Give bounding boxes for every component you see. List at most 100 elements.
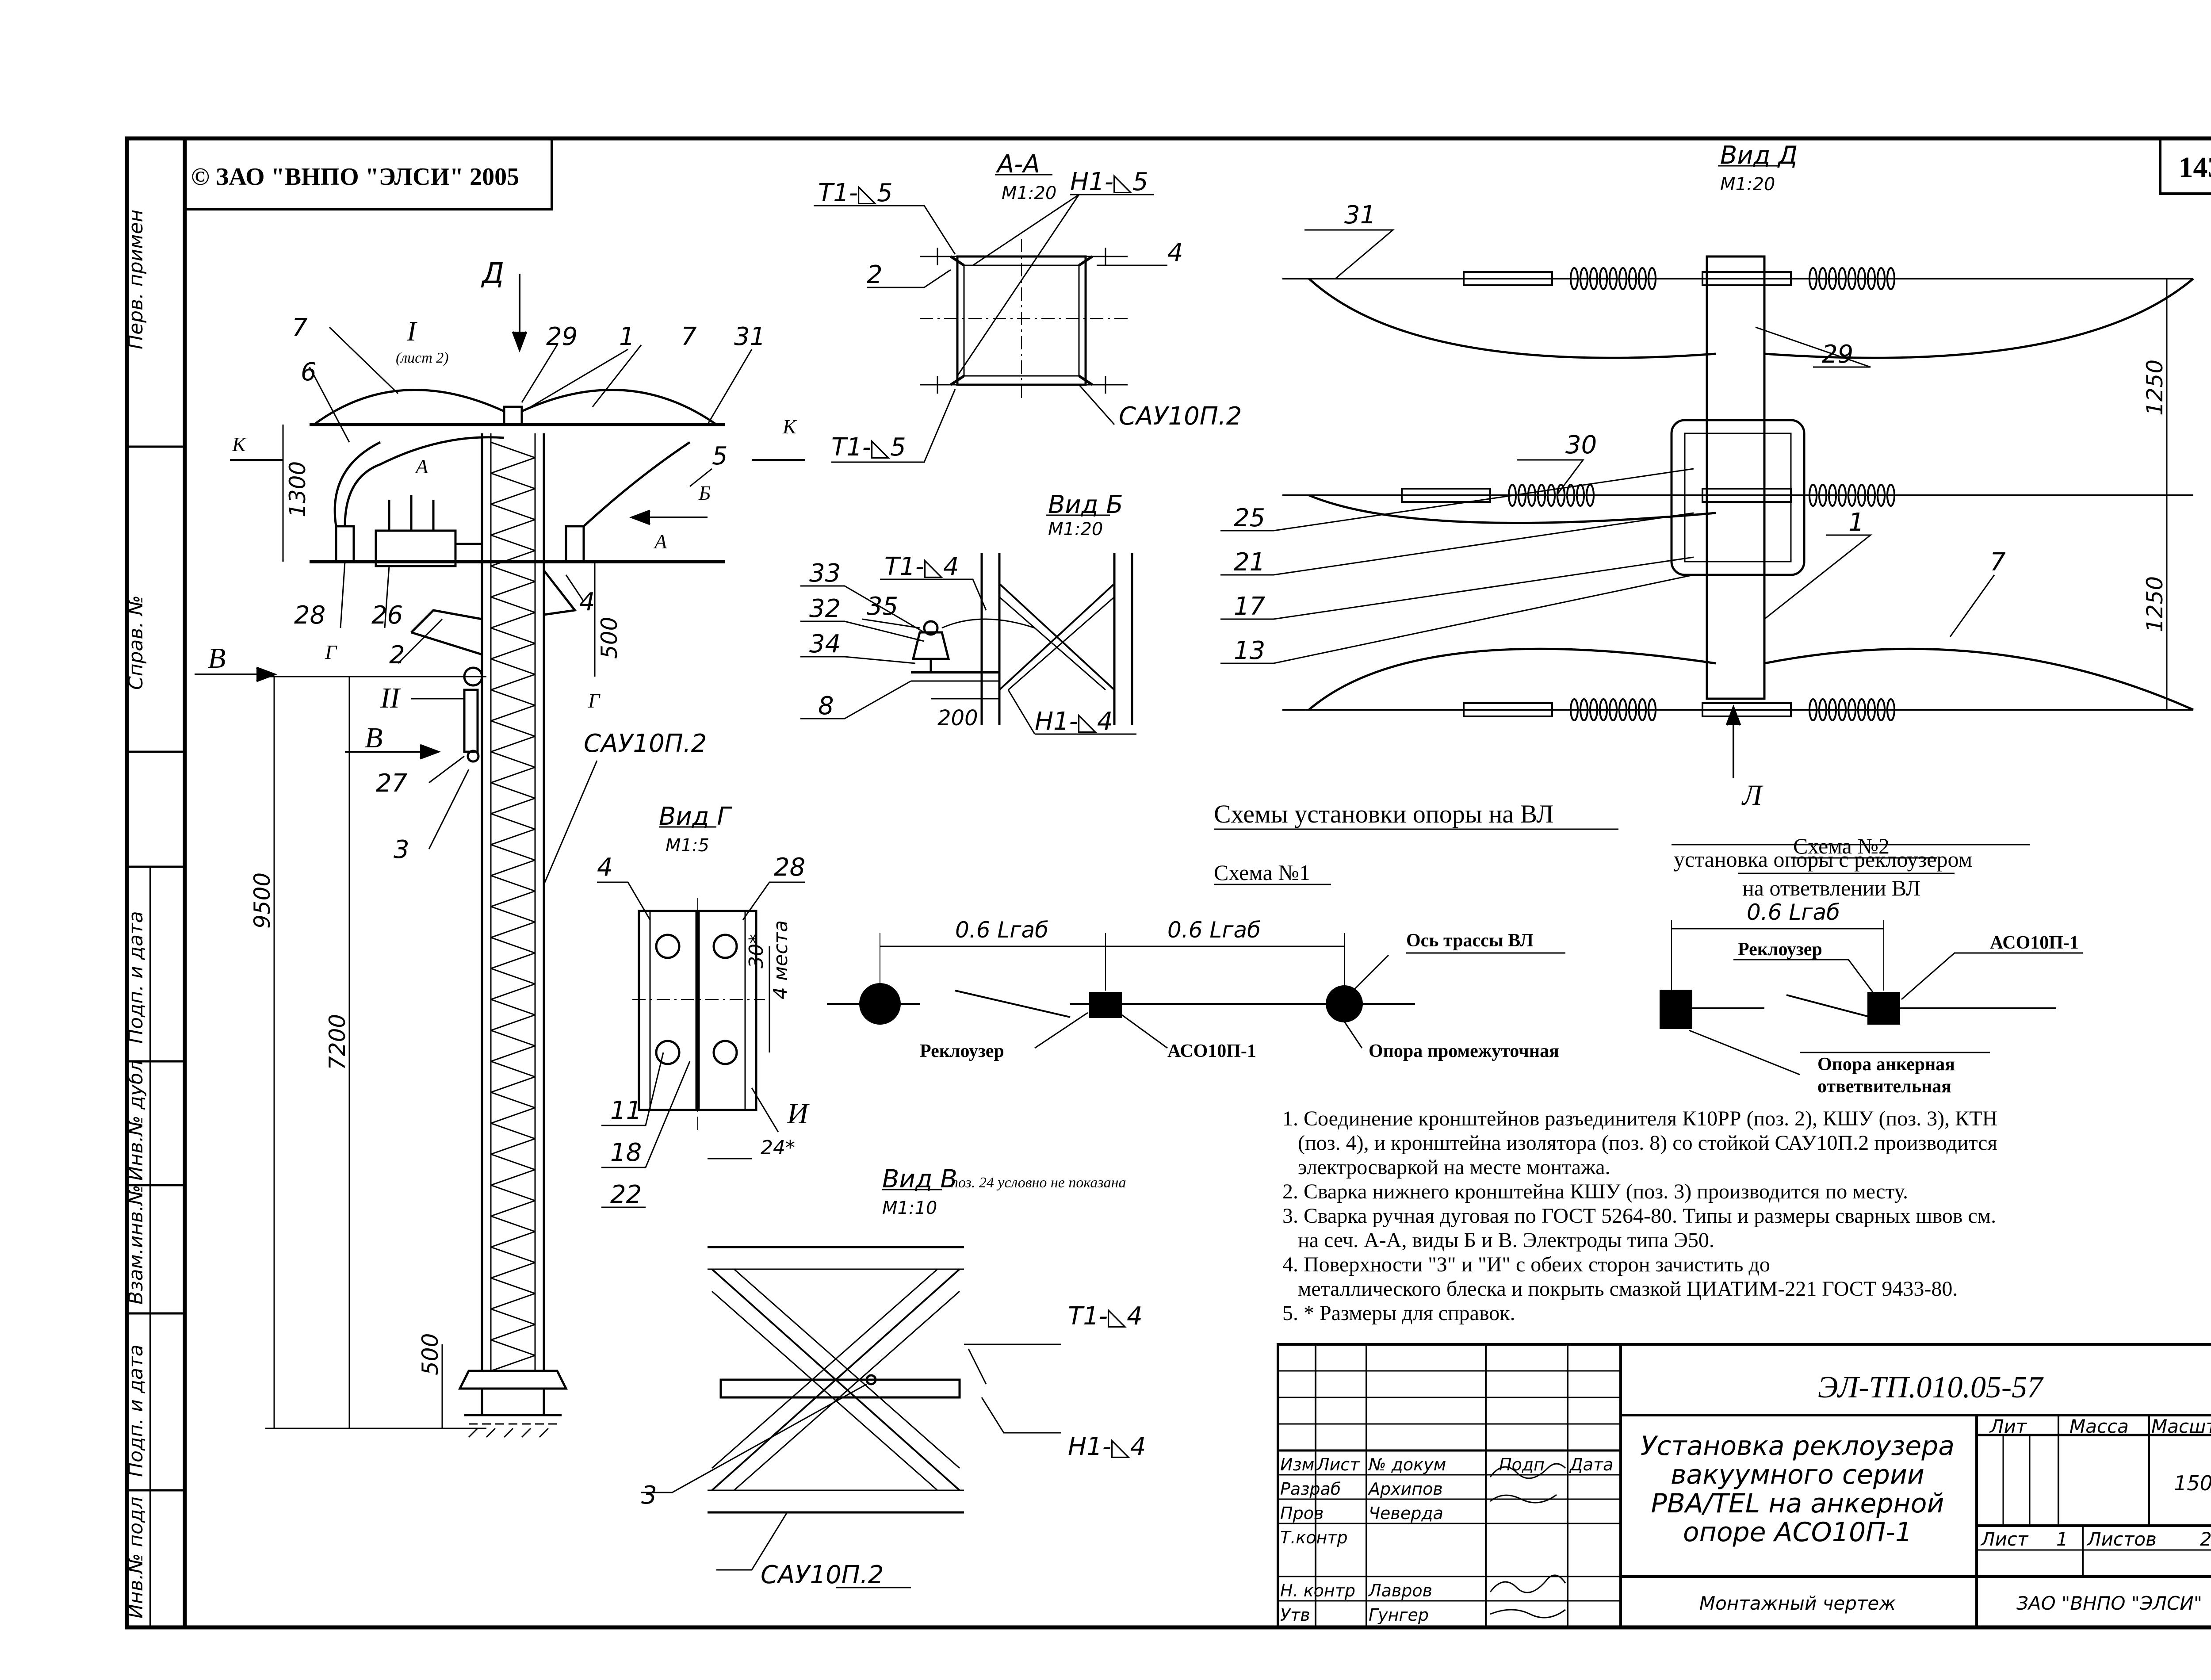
insulator-disc <box>1570 698 1579 721</box>
doc-number: ЭЛ-ТП.010.05-57 <box>1818 1370 2044 1404</box>
tension-clamp <box>1702 271 1792 286</box>
vd-dim-1250-top: 1250 <box>2142 360 2168 416</box>
insulator-disc <box>1809 698 1817 721</box>
company: ЗАО "ВНПО "ЭЛСИ" <box>2016 1592 2202 1614</box>
label-7b: 7 <box>681 322 697 351</box>
label-29: 29 <box>546 322 578 351</box>
vb-label-h1: Н1-◺4 <box>1035 707 1113 736</box>
vd-label-30: 30 <box>1565 431 1597 459</box>
vg-label-18: 18 <box>610 1138 642 1167</box>
vg-dim-30: 30* <box>745 934 768 968</box>
aa-label-t1-bottom: Т1-◺5 <box>831 433 906 462</box>
note-line-2: (поз. 4), и кронштейна изолятора (поз. 8… <box>1298 1131 1997 1155</box>
tension-clamp <box>1463 271 1553 286</box>
lattice-brace <box>490 844 536 861</box>
view-v-labels: Вид В поз. 24 условно не показана М1:10 … <box>641 1165 1146 1589</box>
view-g <box>597 826 805 1208</box>
vd-label-7: 7 <box>1990 548 2006 577</box>
insulator-disc <box>1809 484 1817 507</box>
label-v-left: В <box>208 642 226 674</box>
row-name-5: Гунгер <box>1369 1605 1429 1625</box>
tension-clamp <box>1401 488 1491 503</box>
hdr-podp: Подп <box>1499 1455 1545 1474</box>
row-name-1: Архипов <box>1367 1479 1443 1499</box>
insulator-disc <box>1818 484 1827 507</box>
lattice-brace <box>490 658 536 675</box>
vd-label-29: 29 <box>1822 340 1853 369</box>
scheme2-support1: Опора анкерная <box>1817 1054 1955 1075</box>
lattice-brace <box>490 689 536 706</box>
scheme2-title: Схема №2 <box>1793 834 1890 858</box>
lattice-brace <box>490 751 536 768</box>
lattice-brace <box>490 782 536 799</box>
row-role-5: Утв <box>1280 1605 1310 1625</box>
label-k-left: К <box>232 433 247 455</box>
schemes-labels: Схемы установки опоры на ВЛ Схема №1 0.6… <box>920 800 2079 1097</box>
insulator-disc <box>1809 267 1817 290</box>
vb-label-35: 35 <box>867 592 898 621</box>
scheme1-recloser: Реклоузер <box>920 1041 1004 1061</box>
insulator-disc <box>1818 698 1827 721</box>
note-line-4: 2. Сварка нижнего кронштейна КШУ (поз. 3… <box>1282 1180 1908 1203</box>
vv-label-t1: Т1-◺4 <box>1068 1302 1143 1331</box>
vb-label-8: 8 <box>818 692 834 720</box>
schemes-title: Схемы установки опоры на ВЛ <box>1214 800 1553 828</box>
scheme1-dim2: 0.6 Lгаб <box>1167 917 1261 943</box>
label-28: 28 <box>294 601 325 630</box>
label-4: 4 <box>579 588 595 616</box>
label-7a: 7 <box>292 314 308 342</box>
lattice-brace <box>490 999 536 1016</box>
vd-label-1: 1 <box>1848 508 1864 537</box>
dim-500-bottom: 500 <box>417 1333 443 1375</box>
hdr-izm: Изм <box>1280 1455 1314 1474</box>
insulator-disc <box>1638 698 1647 721</box>
hdr-list: Лист <box>1316 1455 1360 1474</box>
lattice-brace <box>490 627 536 644</box>
insulator-disc <box>1557 484 1565 507</box>
insulator-disc <box>1599 698 1608 721</box>
lattice-brace <box>490 596 536 613</box>
row-role-1: Разраб <box>1280 1479 1341 1499</box>
lattice-brace <box>490 937 536 954</box>
vg-dim-4places: 4 места <box>769 920 792 999</box>
view-d-labels: Вид Д М1:20 31 29 30 25 21 17 13 1 7 Л 1… <box>1234 141 2168 811</box>
sheet-value: 1 <box>2056 1528 2068 1550</box>
label-1: 1 <box>619 322 635 351</box>
scheme2-subtitle1: установка опоры с реклоузером <box>1674 847 1972 872</box>
hdr-doc: № докум <box>1368 1455 1446 1474</box>
lattice-brace <box>490 1277 536 1294</box>
row-name-2: Чеверда <box>1369 1504 1443 1523</box>
view-b <box>800 514 1136 735</box>
note-line-5: 3. Сварка ручная дуговая по ГОСТ 5264-80… <box>1282 1204 1996 1228</box>
aa-label-4: 4 <box>1167 238 1183 267</box>
vv-scale: М1:10 <box>882 1198 937 1218</box>
insulator-disc <box>1828 484 1837 507</box>
vd-label-l: Л <box>1741 779 1763 811</box>
callout-i-sub: (лист 2) <box>396 350 449 366</box>
lattice-brace <box>490 565 536 582</box>
title-line-1: Установка реклоузера <box>1641 1431 1955 1462</box>
label-31: 31 <box>734 322 765 351</box>
lattice-brace <box>490 1153 536 1171</box>
aa-label-2: 2 <box>867 260 883 289</box>
label-g-right: Г <box>588 689 601 712</box>
title-line-2: вакуумного серии <box>1671 1459 1924 1490</box>
sheets-label: Листов <box>2086 1528 2157 1550</box>
insulator-disc <box>1609 698 1618 721</box>
insulator-disc <box>1518 484 1526 507</box>
label-ii: II <box>380 682 401 714</box>
section-aa <box>814 174 1167 463</box>
lattice-brace <box>490 643 536 660</box>
label-5: 5 <box>712 442 728 471</box>
vb-label-32: 32 <box>809 594 841 623</box>
main-view <box>195 274 805 1438</box>
label-2: 2 <box>389 641 405 670</box>
insulator-disc <box>1877 698 1886 721</box>
hdr-data: Дата <box>1569 1455 1613 1474</box>
lattice-brace <box>490 441 536 459</box>
scheme2-recloser: Реклоузер <box>1738 939 1822 960</box>
vd-scale: М1:20 <box>1720 174 1775 195</box>
vg-label-i: И <box>787 1098 810 1130</box>
label-3: 3 <box>394 835 409 864</box>
insulator-disc <box>1886 267 1895 290</box>
